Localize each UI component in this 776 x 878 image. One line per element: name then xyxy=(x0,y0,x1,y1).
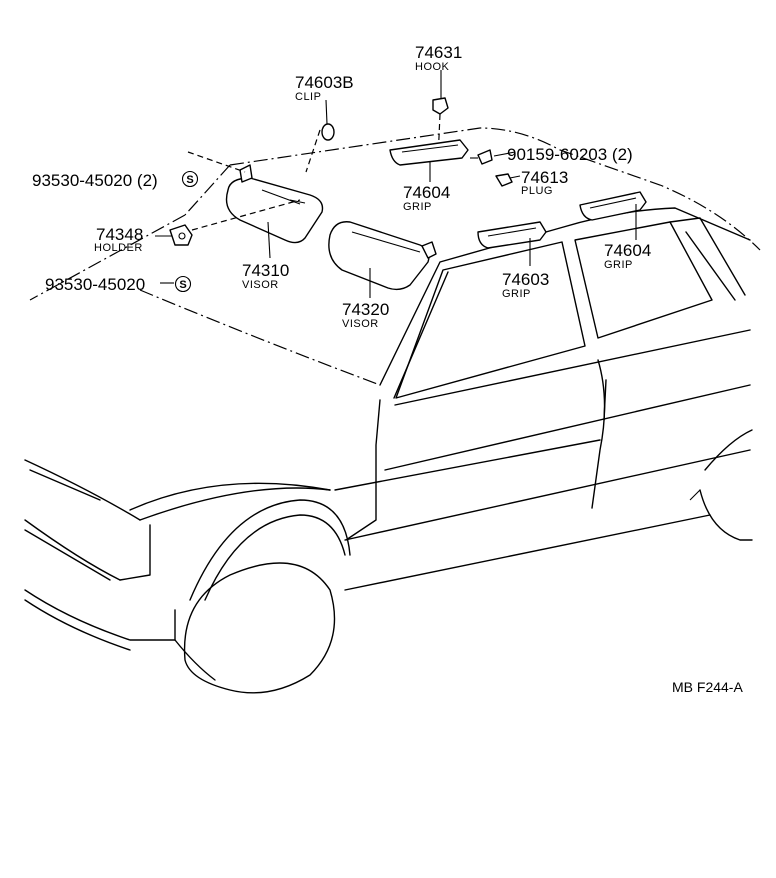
s-mark-2: S xyxy=(174,275,192,293)
s-mark-text: S xyxy=(179,279,186,291)
grip-74603 xyxy=(477,221,547,249)
visor-74310 xyxy=(225,164,324,244)
leader-lines xyxy=(155,70,637,298)
part-number-74348: 74348 xyxy=(96,225,143,244)
car-body-outline xyxy=(24,127,761,694)
part-number-74603B: 74603B xyxy=(295,73,354,92)
visor-74320 xyxy=(328,221,437,291)
part-name-clip: CLIP xyxy=(295,91,321,103)
grip-74604-top xyxy=(389,139,469,166)
screw-90159 xyxy=(470,149,493,165)
part-name-plug: PLUG xyxy=(521,185,553,197)
part-number-74604-b: 74604 xyxy=(604,241,651,260)
part-number-74603: 74603 xyxy=(502,270,549,289)
part-number-93530-a: 93530-45020 (2) xyxy=(32,171,158,190)
part-number-74604-a: 74604 xyxy=(403,183,450,202)
part-number-74613: 74613 xyxy=(521,168,568,187)
s-mark-text: S xyxy=(186,174,193,186)
part-number-74320: 74320 xyxy=(342,300,389,319)
clip-74603B xyxy=(305,123,335,173)
part-number-93530-b: 93530-45020 xyxy=(45,275,145,294)
part-name-visor-b: VISOR xyxy=(342,318,379,330)
part-name-visor-a: VISOR xyxy=(242,279,279,291)
part-number-74631: 74631 xyxy=(415,43,462,62)
part-name-holder: HOLDER xyxy=(94,242,143,254)
holder-74348 xyxy=(169,199,301,246)
grip-74604-rear xyxy=(579,191,647,221)
part-number-74310: 74310 xyxy=(242,261,289,280)
part-name-grip-c: GRIP xyxy=(502,288,531,300)
diagram-reference: MB F244-A xyxy=(672,679,743,695)
part-name-hook: HOOK xyxy=(415,61,450,73)
plug-74613 xyxy=(495,173,513,187)
part-name-grip-a: GRIP xyxy=(403,201,432,213)
part-name-grip-b: GRIP xyxy=(604,259,633,271)
guide-line xyxy=(187,151,246,173)
s-mark-1: S xyxy=(181,170,199,188)
part-number-90159: 90159-60203 (2) xyxy=(507,145,633,164)
hook-74631 xyxy=(432,97,449,161)
